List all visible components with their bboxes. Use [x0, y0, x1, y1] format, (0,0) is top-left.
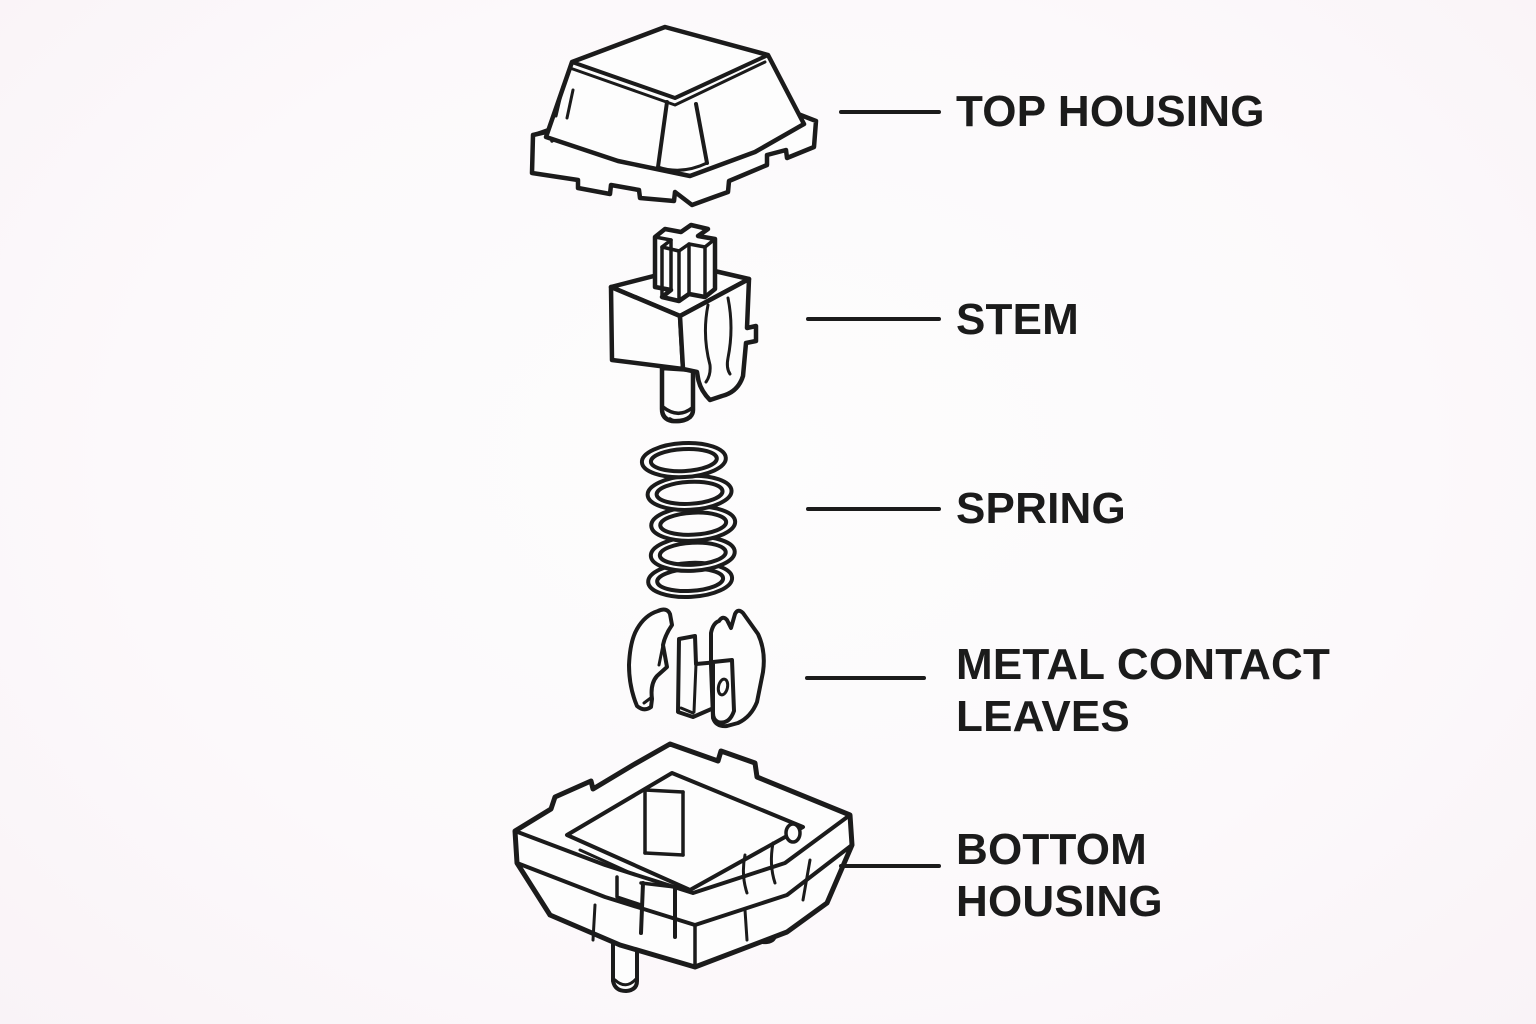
label-line: METAL CONTACT [956, 640, 1331, 689]
leader-lines [805, 110, 941, 868]
label-bottom-housing: BOTTOM HOUSING [956, 824, 1163, 928]
stem-drawing [608, 222, 759, 424]
label-metal-contact-leaves: METAL CONTACT LEAVES [956, 639, 1330, 743]
label-line: LEAVES [956, 692, 1130, 741]
label-line: STEM [956, 295, 1080, 344]
label-top-housing: TOP HOUSING [956, 86, 1265, 138]
label-line: SPRING [956, 484, 1126, 533]
metal-contact-leaves-drawing [627, 607, 766, 729]
label-line: HOUSING [956, 877, 1163, 926]
top-housing-drawing [529, 24, 819, 208]
label-stem: STEM [956, 294, 1079, 346]
label-spring: SPRING [956, 483, 1126, 535]
label-line: BOTTOM [956, 825, 1148, 874]
spring-drawing [639, 440, 738, 600]
label-line: TOP HOUSING [956, 87, 1265, 136]
bottom-housing-drawing [512, 741, 855, 993]
